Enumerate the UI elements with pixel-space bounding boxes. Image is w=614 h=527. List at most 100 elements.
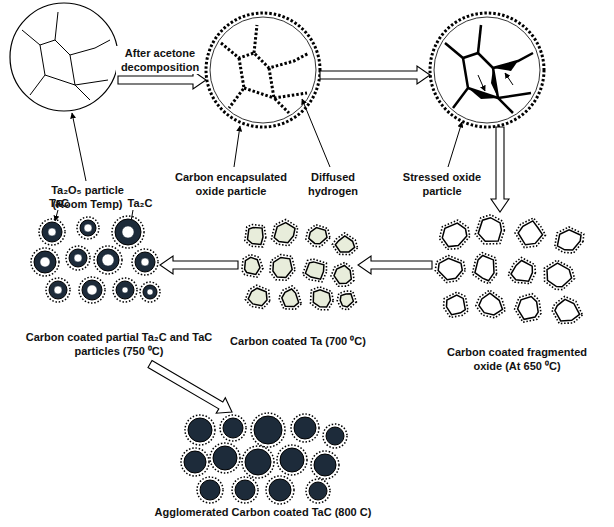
- carbide-particle: [135, 252, 155, 272]
- carbon-coating: [94, 246, 122, 274]
- carbide-core: [87, 285, 97, 295]
- carbide-core: [122, 226, 134, 238]
- carbide-particle: [280, 448, 304, 472]
- carbon-coating: [140, 282, 160, 302]
- oxide-surface: [434, 17, 540, 123]
- fragment: [447, 295, 466, 315]
- carbon-coating: [113, 278, 137, 302]
- fragment: [518, 297, 539, 320]
- carbide-particle: [314, 454, 336, 476]
- carbide-particle: [116, 281, 134, 299]
- carbon-coating: [439, 220, 469, 249]
- process-stage: Agglomerated Carbon coated TaC (800 C): [180, 412, 345, 502]
- carbide-particle: [143, 285, 157, 299]
- carbon-coating: [331, 263, 354, 287]
- fragment: [475, 256, 494, 281]
- carbon-shell: [430, 13, 544, 127]
- process-stage: Carbon encapsulated oxide particleDiffus…: [206, 13, 320, 127]
- process-arrow: [160, 256, 238, 274]
- carbide-particle: [254, 416, 282, 444]
- process-stage: Ta₂O₅ particle (Room Temp): [10, 3, 118, 111]
- carbide-particle: [82, 280, 102, 300]
- fragment: [479, 293, 503, 315]
- carbon-coating: [185, 415, 215, 445]
- fragment: [334, 266, 351, 284]
- fragment: [557, 230, 581, 250]
- carbon-coating: [279, 286, 302, 309]
- carbon-coating: [266, 476, 294, 504]
- carbon-coating: [31, 248, 59, 276]
- carbide-particle: [269, 479, 291, 501]
- fragment: [518, 221, 542, 245]
- stage-label: Stressed oxide particle: [396, 170, 488, 198]
- carbide-particle: [34, 251, 56, 273]
- carbon-coating: [271, 220, 297, 246]
- carbon-coating: [245, 285, 269, 308]
- carbide-core: [48, 228, 56, 236]
- stage-label: Carbon coated Ta (700 ⁰C): [228, 334, 368, 348]
- carbon-coating: [311, 451, 339, 479]
- carbide-core: [74, 254, 82, 262]
- carbon-coating: [303, 259, 327, 282]
- carbide-core: [40, 257, 50, 267]
- particles: [31, 215, 584, 504]
- fragment: [313, 290, 330, 307]
- carbon-coating: [132, 249, 158, 275]
- fragment: [547, 263, 572, 287]
- carbon-coating: [242, 254, 263, 277]
- carbide-particle: [235, 480, 255, 500]
- carbon-coating: [291, 414, 319, 442]
- carbon-coating: [66, 246, 90, 270]
- carbon-coating: [515, 294, 541, 323]
- carbide-core: [54, 286, 62, 294]
- carbide-core: [147, 289, 153, 295]
- fragment: [273, 258, 292, 278]
- carbon-coating: [210, 443, 240, 473]
- carbon-coating: [46, 278, 70, 302]
- carbide-particle: [294, 417, 316, 439]
- fragment: [274, 223, 295, 243]
- carbon-coating: [323, 424, 347, 448]
- carbon-coating: [77, 217, 99, 239]
- carbon-coating: [197, 477, 223, 503]
- fragment: [245, 257, 260, 274]
- carbide-particle: [326, 427, 344, 445]
- process-arrow: [491, 127, 509, 212]
- stage-label: Carbon coated partial Ta₂C and TaC parti…: [12, 330, 226, 358]
- process-stage: Carbon coated fragmented oxide (At 650 ⁰…: [432, 212, 602, 334]
- carbide-particle: [80, 220, 96, 236]
- process-arrow: [320, 66, 430, 84]
- fragment: [442, 223, 467, 247]
- carbide-particle: [200, 480, 220, 500]
- carbon-coating: [39, 219, 65, 245]
- process-stage: Carbon coated Ta (700 ⁰C): [238, 220, 358, 312]
- carbon-coating: [435, 255, 465, 282]
- carbon-coating: [251, 413, 285, 447]
- stage-label: Diffused hydrogen: [302, 170, 364, 198]
- carbide-particle: [97, 249, 119, 271]
- carbide-particle: [115, 219, 141, 245]
- fragment: [248, 288, 267, 306]
- process-stage: Stressed oxide particle: [430, 13, 544, 127]
- carbide-core: [84, 224, 92, 232]
- carbon-coating: [508, 258, 535, 284]
- fragment: [309, 228, 327, 244]
- carbon-coating: [220, 415, 246, 441]
- fragment: [305, 262, 324, 279]
- carbon-coating: [270, 255, 295, 281]
- carbon-coating: [544, 260, 574, 289]
- carbon-shell: [206, 13, 320, 127]
- carbon-coating: [332, 233, 357, 255]
- carbon-coating: [79, 277, 105, 303]
- carbide-particle: [42, 222, 62, 242]
- carbon-coating: [245, 225, 266, 247]
- oxide-particle: [10, 3, 118, 111]
- carbon-coating: [112, 216, 144, 248]
- carbide-particle: [49, 281, 67, 299]
- cracks: [22, 12, 110, 100]
- carbon-coating: [311, 287, 334, 310]
- carbon-coating: [476, 290, 505, 318]
